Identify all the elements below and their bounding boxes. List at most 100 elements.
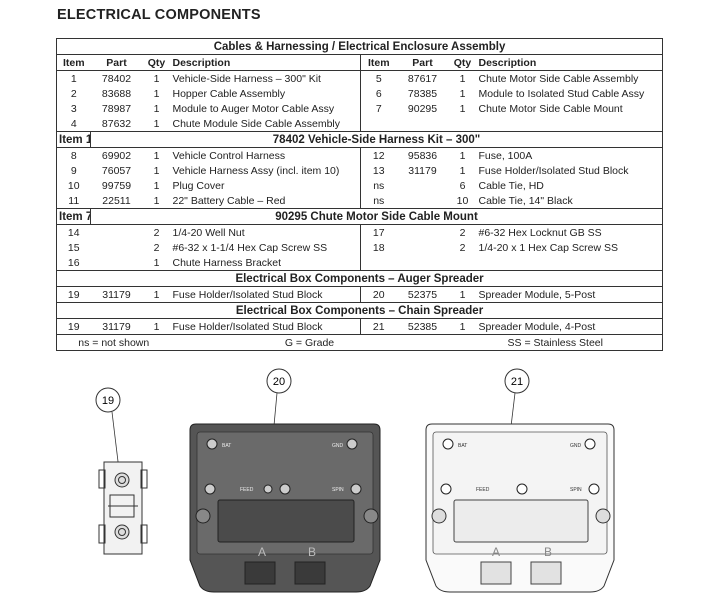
table-cell: 2 bbox=[70, 87, 77, 100]
table-cell: 2 bbox=[459, 226, 466, 239]
connector-a-label-21: A bbox=[492, 545, 500, 559]
table-cell: 8 bbox=[70, 149, 77, 162]
table-cell: #6-32 Hex Locknut GB SS bbox=[478, 226, 602, 239]
callout-21: 21 bbox=[504, 368, 530, 461]
table-cell: 1 bbox=[153, 117, 160, 130]
section-title: Electrical Box Components – Chain Spread… bbox=[56, 302, 663, 319]
table-cell: 10 bbox=[456, 194, 469, 207]
table-cell bbox=[449, 116, 477, 132]
table-cell: 1 bbox=[153, 164, 160, 177]
table-cell: Cable Tie, 14" Black bbox=[478, 194, 573, 207]
table-cell: 1 bbox=[153, 149, 160, 162]
table-cell: 18 bbox=[372, 241, 385, 254]
table-cell: Chute Module Side Cable Assembly bbox=[170, 116, 361, 132]
parts-table: Cables & Harnessing / Electrical Enclosu… bbox=[56, 38, 664, 351]
table-cell bbox=[449, 255, 477, 271]
parts-table-body: Cables & Harnessing / Electrical Enclosu… bbox=[56, 38, 663, 351]
table-cell: 13 bbox=[372, 164, 385, 177]
table-cell: 16 bbox=[67, 256, 80, 269]
table-cell: 6 bbox=[459, 179, 466, 192]
table-row: 16 1 Chute Harness Bracket bbox=[57, 255, 663, 271]
table-cell: 7 bbox=[375, 102, 382, 115]
feed-label-21: FEED bbox=[476, 487, 490, 493]
callout-20-label: 20 bbox=[273, 376, 285, 388]
table-cell: Vehicle Control Harness bbox=[170, 147, 361, 163]
callout-21-label: 21 bbox=[511, 376, 523, 388]
table-cell: 2 bbox=[153, 241, 160, 254]
table-cell: 19 bbox=[67, 288, 80, 301]
table-cell: Vehicle-Side Harness – 300" Kit bbox=[170, 70, 361, 86]
table-cell: 90295 bbox=[407, 102, 438, 115]
table-cell bbox=[361, 255, 397, 271]
table-cell: Module to Isolated Stud Cable Assy bbox=[478, 87, 645, 100]
section-title: 78402 Vehicle-Side Harness Kit – 300" bbox=[90, 131, 663, 148]
bat-post-20 bbox=[206, 438, 218, 450]
table-cell: 1 bbox=[459, 320, 466, 333]
table-cell: 31179 bbox=[102, 320, 131, 333]
table-cell: 1 bbox=[153, 102, 160, 115]
table-cell: 11 bbox=[68, 194, 80, 207]
table-cell: 1 bbox=[459, 72, 466, 85]
table-cell: 1 bbox=[153, 320, 160, 333]
table-cell: 2 bbox=[459, 241, 466, 254]
table-cell: 4 bbox=[70, 117, 77, 130]
table-cell: Chute Harness Bracket bbox=[170, 255, 361, 271]
table-cell: Cable Tie, HD bbox=[478, 179, 544, 192]
table-cell: 1 bbox=[153, 179, 160, 192]
table-cell: 1 bbox=[153, 256, 160, 269]
spreader-module-4-post: BAT GND FEED SPIN A B bbox=[425, 423, 615, 593]
table-cell: 87617 bbox=[407, 72, 438, 85]
table-cell: 9 bbox=[70, 164, 77, 177]
table-cell: 17 bbox=[372, 226, 385, 239]
column-header-qty: Qty bbox=[142, 54, 171, 71]
table-cell bbox=[397, 193, 449, 209]
table-cell: 87632 bbox=[101, 117, 132, 130]
table-cell: Fuse, 100A bbox=[478, 149, 533, 162]
page-title: ELECTRICAL COMPONENTS bbox=[57, 7, 261, 23]
table-cell: 2 bbox=[153, 226, 160, 239]
table-cell bbox=[477, 255, 663, 271]
table-cell: 20 bbox=[372, 288, 385, 301]
gnd-post-21 bbox=[584, 438, 596, 450]
table-cell: 6 bbox=[375, 87, 382, 100]
table-cell: 10 bbox=[67, 179, 80, 192]
bat-label-20: BAT bbox=[222, 443, 231, 449]
table-cell: 1 bbox=[459, 288, 466, 301]
table-cell: 1 bbox=[153, 288, 160, 301]
column-header-part: Part bbox=[90, 54, 143, 71]
column-header-item: Item bbox=[360, 54, 397, 71]
table-cell: Fuse Holder/Isolated Stud Block bbox=[170, 286, 361, 303]
table-cell bbox=[397, 178, 449, 193]
column-header-part: Part bbox=[396, 54, 449, 71]
feed-post-left-21 bbox=[440, 483, 452, 495]
table-cell: 1/4-20 Well Nut bbox=[170, 224, 361, 240]
table-cell bbox=[477, 116, 663, 132]
feed-label-20: FEED bbox=[240, 487, 254, 493]
table-cell: 31179 bbox=[102, 288, 131, 301]
spin-post-20 bbox=[350, 483, 362, 495]
bat-post-21 bbox=[442, 438, 454, 450]
section-title: Electrical Box Components – Auger Spread… bbox=[56, 270, 663, 287]
column-header-qty: Qty bbox=[448, 54, 477, 71]
callout-20: 20 bbox=[266, 368, 292, 459]
spin-post-21 bbox=[588, 483, 600, 495]
table-cell: 1 bbox=[459, 164, 466, 177]
section-header-row: Electrical Box Components – Auger Spread… bbox=[56, 270, 663, 287]
table-cell: Chute Motor Side Cable Mount bbox=[478, 102, 623, 115]
table-row: 19 31179 1 Fuse Holder/Isolated Stud Block 2… bbox=[57, 286, 663, 303]
table-cell: 1 bbox=[153, 87, 160, 100]
gnd-label-21: GND bbox=[570, 443, 582, 449]
table-cell bbox=[397, 225, 449, 241]
connector-b-label-20: B bbox=[308, 545, 316, 559]
table-cell: Spreader Module, 5-Post bbox=[478, 288, 596, 301]
table-cell: 83688 bbox=[101, 87, 132, 100]
table-cell: 52385 bbox=[407, 320, 438, 333]
table-cell: 95836 bbox=[407, 149, 438, 162]
table-cell: 76057 bbox=[101, 164, 132, 177]
